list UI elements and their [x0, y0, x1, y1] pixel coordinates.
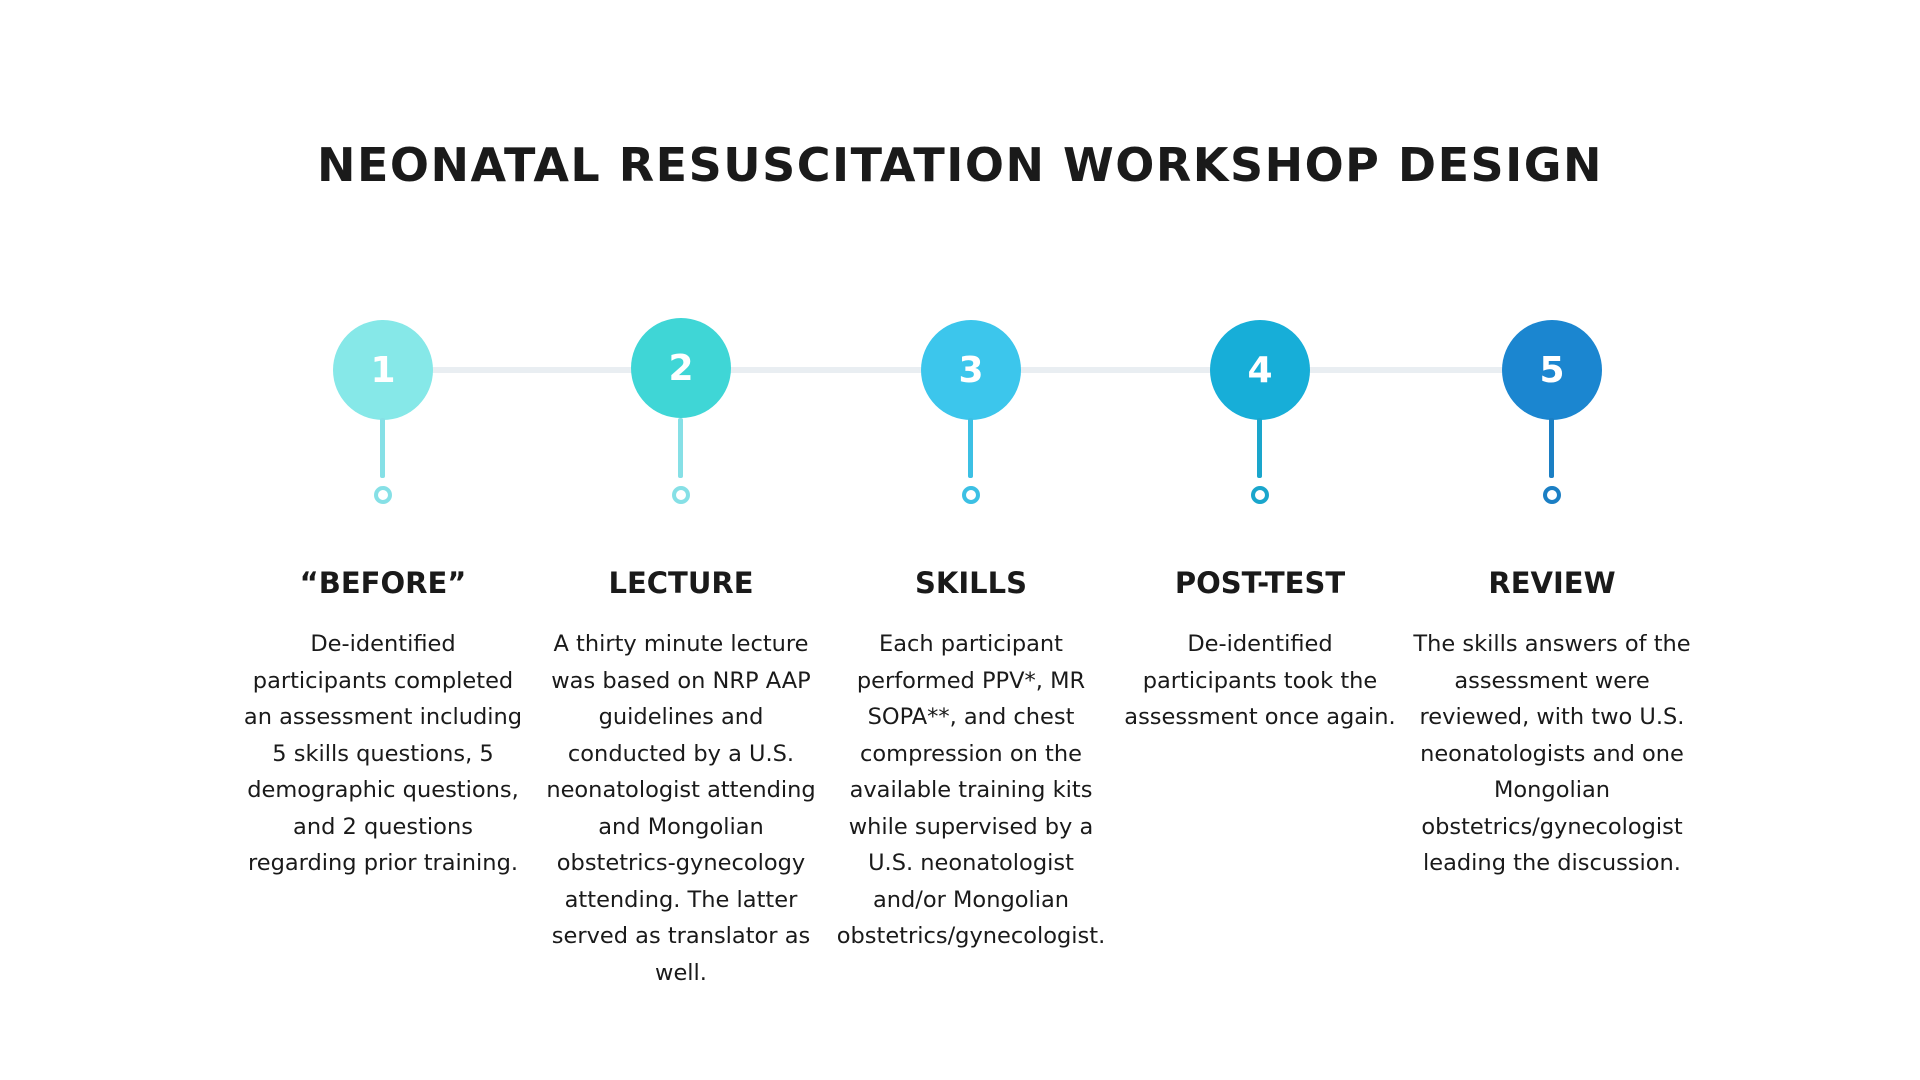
step-stem	[380, 418, 385, 478]
step-heading: POST-TEST	[1174, 566, 1346, 600]
step-heading: “BEFORE”	[299, 566, 467, 600]
step-description: De-identified participants took the asse…	[1124, 631, 1396, 730]
step-description: De-identified participants completed an …	[243, 631, 523, 876]
step-4: 4 POST-TEST De-identified participants t…	[1110, 0, 1410, 1080]
step-pin-icon	[672, 486, 690, 504]
page-title: NEONATAL RESUSCITATION WORKSHOP DESIGN	[316, 138, 1604, 192]
step-5: 5 REVIEW The skills answers of the asses…	[1402, 0, 1702, 1080]
step-heading: LECTURE	[608, 566, 754, 600]
step-pin-icon	[1543, 486, 1561, 504]
step-number: 5	[1539, 349, 1565, 391]
step-number: 2	[668, 347, 694, 389]
step-2: 2 LECTURE A thirty minute lecture was ba…	[531, 0, 831, 1080]
step-number-circle: 1	[333, 320, 433, 420]
step-number-circle: 5	[1502, 320, 1602, 420]
step-number: 3	[958, 349, 984, 391]
step-description: The skills answers of the assessment wer…	[1413, 631, 1691, 876]
step-stem	[968, 418, 973, 478]
step-pin-icon	[962, 486, 980, 504]
step-number: 1	[370, 349, 396, 391]
step-stem	[1257, 418, 1262, 478]
step-description: A thirty minute lecture was based on NRP…	[546, 631, 816, 986]
step-heading: SKILLS	[915, 566, 1027, 600]
step-stem	[1549, 418, 1554, 478]
step-3: 3 SKILLS Each participant performed PPV*…	[821, 0, 1121, 1080]
step-stem	[678, 418, 683, 478]
step-number-circle: 2	[631, 318, 731, 418]
step-pin-icon	[374, 486, 392, 504]
step-description: Each participant performed PPV*, MR SOPA…	[836, 631, 1106, 949]
step-pin-icon	[1251, 486, 1269, 504]
step-1: 1 “BEFORE” De-identified participants co…	[233, 0, 533, 1080]
step-number: 4	[1247, 349, 1273, 391]
step-number-circle: 4	[1210, 320, 1310, 420]
step-number-circle: 3	[921, 320, 1021, 420]
step-heading: REVIEW	[1488, 566, 1616, 600]
